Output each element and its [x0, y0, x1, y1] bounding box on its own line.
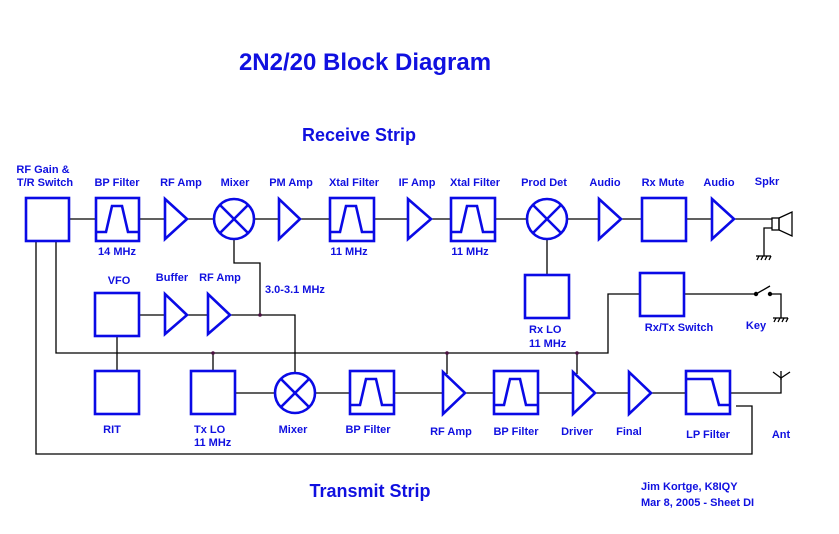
vfo-freq-label: 3.0-3.1 MHz: [265, 284, 325, 296]
key-label: Key: [746, 320, 767, 332]
rit-block: [93, 369, 141, 416]
prod-det-block: [525, 197, 569, 241]
audio-amp-2-block: [710, 196, 736, 242]
speaker-ground-icon: [756, 255, 772, 261]
author-credit: Jim Kortge, K8IQY: [641, 481, 738, 493]
xtal-filter-1-block: [328, 196, 376, 243]
ant-label: Ant: [772, 429, 791, 441]
pm-amp-label: PM Amp: [269, 177, 313, 189]
rxtx-switch-block: [638, 271, 686, 318]
speaker-icon: [771, 210, 793, 238]
bp-filter-14mhz-block: [94, 196, 141, 243]
spkr-label: Spkr: [755, 176, 780, 188]
rx-mixer-label: Mixer: [221, 177, 250, 189]
final-label: Final: [616, 426, 642, 438]
buffer-label: Buffer: [156, 272, 189, 284]
xtal-filter-2-freq-label: 11 MHz: [451, 246, 489, 258]
rf-gain-tr-switch-block: [24, 196, 71, 243]
tx-bp-filter-1-label: BP Filter: [345, 424, 391, 436]
audio-2-label: Audio: [703, 177, 734, 189]
final-block: [627, 368, 653, 418]
bp-filter-freq-label: 14 MHz: [98, 246, 136, 258]
vfo-block: [93, 291, 141, 338]
rx-rf-amp-block: [163, 196, 189, 242]
pm-amp-block: [277, 195, 302, 243]
tx-lo-label: Tx LO: [194, 424, 226, 436]
wiring: [35, 218, 791, 455]
rx-rf-amp-label: RF Amp: [160, 177, 202, 189]
date-credit: Mar 8, 2005 - Sheet DI: [641, 497, 754, 509]
rx-mute-label: Rx Mute: [642, 177, 685, 189]
receive-strip-heading: Receive Strip: [302, 125, 416, 145]
tx-rf-amp-label: RF Amp: [430, 426, 472, 438]
driver-block: [571, 368, 597, 418]
rx-mute-block: [640, 196, 688, 243]
rx-lo-freq-label: 11 MHz: [529, 338, 567, 350]
xtal-filter-2-block: [449, 196, 497, 243]
rxtx-switch-label: Rx/Tx Switch: [645, 322, 714, 334]
xtal-filter-1-label: Xtal Filter: [329, 177, 380, 189]
vfo-label: VFO: [108, 275, 131, 287]
audio-1-label: Audio: [589, 177, 620, 189]
tx-mixer-label: Mixer: [279, 424, 308, 436]
tx-mixer-block: [273, 371, 317, 415]
tx-bp-filter-2-label: BP Filter: [493, 426, 539, 438]
rx-lo-block: [523, 273, 571, 320]
lp-filter-label: LP Filter: [686, 429, 731, 441]
rx-lo-label: Rx LO: [529, 324, 562, 336]
prod-det-label: Prod Det: [521, 177, 567, 189]
tx-bp-filter-1-block: [348, 369, 396, 416]
tx-lo-block: [189, 369, 237, 416]
tx-lo-freq-label: 11 MHz: [194, 437, 232, 449]
key-ground-icon: [773, 317, 789, 323]
xtal-filter-1-freq-label: 11 MHz: [330, 246, 368, 258]
xtal-filter-2-label: Xtal Filter: [450, 177, 501, 189]
tx-bp-filter-2-block: [492, 369, 540, 416]
tr-switch-label: T/R Switch: [17, 177, 74, 189]
vfo-rf-amp-block: [206, 290, 232, 337]
rf-gain-label: RF Gain &: [16, 164, 69, 176]
lp-filter-block: [684, 369, 732, 416]
diagram-title: 2N2/20 Block Diagram: [239, 49, 491, 76]
tx-rf-amp-block: [441, 368, 467, 418]
if-amp-block: [406, 196, 433, 242]
rx-mixer-block: [212, 197, 256, 241]
rit-label: RIT: [103, 424, 121, 436]
if-amp-label: IF Amp: [399, 177, 436, 189]
vfo-rf-amp-label: RF Amp: [199, 272, 241, 284]
buffer-block: [163, 290, 189, 337]
audio-amp-1-block: [597, 196, 623, 242]
bp-filter-label: BP Filter: [94, 177, 140, 189]
driver-label: Driver: [561, 426, 594, 438]
transmit-strip-heading: Transmit Strip: [309, 481, 430, 501]
